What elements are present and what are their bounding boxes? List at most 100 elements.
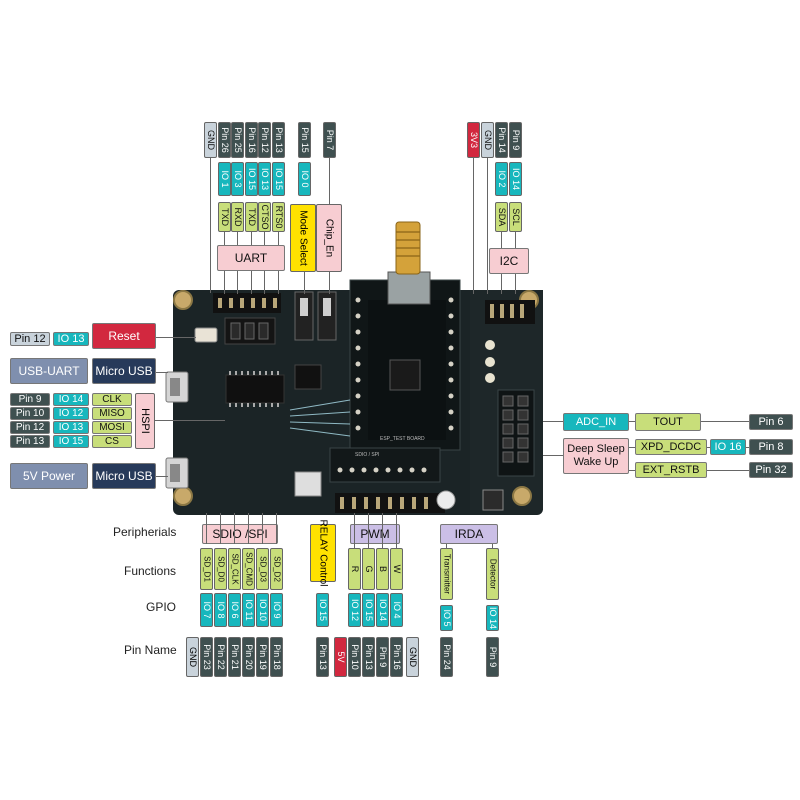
connector-line: [487, 158, 488, 294]
top-u5-io-text: IO 15: [273, 167, 284, 191]
hspi-pin-1: Pin 10: [10, 407, 50, 420]
sdio-io-2: IO 6: [228, 593, 241, 627]
hspi-io-1: IO 12: [53, 407, 89, 420]
sdio-pin-0: Pin 23: [200, 637, 213, 677]
connector-line: [220, 513, 221, 544]
sdio-func-5: SD_D2: [270, 548, 283, 590]
connector-line: [354, 513, 355, 548]
reset-pin: Pin 12: [10, 332, 50, 346]
sdio-io-5-text: IO 9: [271, 601, 282, 619]
i2c-i1-pin: Pin 14: [495, 122, 508, 158]
sdio-io-4: IO 10: [256, 593, 269, 627]
sdio-func-5-text: SD_D2: [272, 556, 281, 582]
board-name-silk: ESP_TEST BOARD: [380, 436, 425, 442]
connector-line: [473, 158, 474, 294]
connector-line: [446, 544, 447, 548]
connector-line: [264, 271, 265, 294]
pwm-io-2: IO 14: [376, 593, 389, 627]
top-header: [213, 293, 281, 313]
hspi-io-3: IO 15: [53, 435, 89, 448]
reset-label: Reset: [92, 323, 156, 349]
i2c-i2-pin-text: Pin 9: [510, 129, 521, 151]
xpd-dcdc-label: XPD_DCDC: [635, 439, 707, 455]
sdio-io-1-text: IO 8: [215, 601, 226, 619]
sdio-pin-1-text: Pin 22: [215, 644, 226, 670]
i2c-i2-io-text: IO 14: [510, 167, 521, 191]
sdio-silk: SDIO / SPI: [355, 452, 379, 458]
top-u1-io: IO 1: [218, 162, 231, 196]
connector-line: [234, 513, 235, 544]
top-u1-pin: Pin 26: [218, 122, 231, 158]
top-u5-func-text: RTS0: [273, 205, 284, 229]
mode-io: IO 0: [298, 162, 311, 196]
connector-line: [210, 158, 211, 293]
relay-control-box: RELAY Control: [310, 520, 336, 586]
top-u1-io-text: IO 1: [219, 170, 230, 188]
xpd-pin: Pin 8: [749, 439, 793, 455]
micro-usb-2: Micro USB: [92, 463, 156, 489]
pwm-io-2-text: IO 14: [377, 598, 388, 622]
pwm-func-1: G: [362, 548, 375, 590]
gnd-right: GND: [406, 637, 419, 677]
top-u5-pin: Pin 13: [272, 122, 285, 158]
sdio-func-1-text: SD_D0: [216, 556, 225, 582]
sdio-pin-4-text: Pin 19: [257, 644, 268, 670]
connector-line: [368, 513, 369, 548]
adc-in-label: ADC_IN: [563, 413, 629, 431]
connector-line: [251, 232, 252, 245]
connector-line: [501, 232, 502, 248]
sdio-func-0: SD_D1: [200, 548, 213, 590]
connector-line: [224, 271, 225, 294]
top-u5-pin-text: Pin 13: [273, 127, 284, 153]
relay-part: [294, 471, 322, 497]
irda-io-1-text: IO 14: [487, 606, 498, 630]
connector-line: [248, 513, 249, 544]
flash-chip: [294, 364, 322, 390]
pwm-func-0-text: R: [349, 565, 360, 573]
mode-select-box: Mode Select: [290, 204, 316, 272]
module-pins: [355, 297, 454, 431]
xpd-io: IO 16: [710, 439, 746, 455]
hspi-traces: [289, 399, 351, 437]
top-u5-io: IO 15: [272, 162, 285, 196]
connector-line: [382, 513, 383, 548]
irda-io-0-text: IO 5: [441, 609, 452, 627]
sdio-io-1: IO 8: [214, 593, 227, 627]
pwm-func-2: B: [376, 548, 389, 590]
connector-line: [492, 544, 493, 548]
hspi-func-2: MOSI: [92, 421, 132, 434]
row-label-pin-name: Pin Name: [124, 643, 177, 657]
top-u3-func: TXD: [245, 202, 258, 232]
i2c-i1-func-text: SDA: [496, 207, 507, 227]
sdio-io-4-text: IO 10: [257, 598, 268, 622]
irda-func-1-text: Detector: [488, 558, 497, 590]
pwm-pin-2-text: Pin 9: [377, 646, 388, 668]
sdio-io-3-text: IO 11: [243, 599, 254, 621]
sdio-pin-2: Pin 21: [228, 637, 241, 677]
sdio-func-2: SD_CLK: [228, 548, 241, 590]
sdio-pin-3-text: Pin 20: [243, 644, 254, 670]
connector-line: [278, 232, 279, 245]
pwm-io-3-text: IO 4: [391, 601, 402, 619]
top-u4-pin-text: Pin 12: [259, 127, 270, 153]
hspi-pin-2: Pin 12: [10, 421, 50, 434]
ir-detector: [482, 489, 504, 511]
connector-line: [262, 513, 263, 544]
top-u2-func: RXD: [231, 202, 244, 232]
pwm-pin-2: Pin 9: [376, 637, 389, 677]
top-u4-pin: Pin 12: [258, 122, 271, 158]
pwm-label: PWM: [350, 524, 400, 544]
row-label-functions: Functions: [124, 564, 177, 578]
i2c-i2-func-text: SCL: [510, 208, 521, 226]
pwm-pin-1-text: Pin 13: [363, 644, 374, 670]
top-u2-io: IO 3: [231, 162, 244, 196]
gnd-left: GND: [186, 637, 199, 677]
top-u1-pin-text: Pin 26: [219, 127, 230, 153]
irda-label: IRDA: [440, 524, 498, 544]
i2c-i1-func: SDA: [495, 202, 508, 232]
pwm-io-0-text: IO 12: [349, 598, 360, 622]
top-u4-func-text: CTSO: [259, 204, 270, 230]
irda-func-1: Detector: [486, 548, 499, 600]
irda-pin-1-text: Pin 9: [487, 646, 498, 668]
